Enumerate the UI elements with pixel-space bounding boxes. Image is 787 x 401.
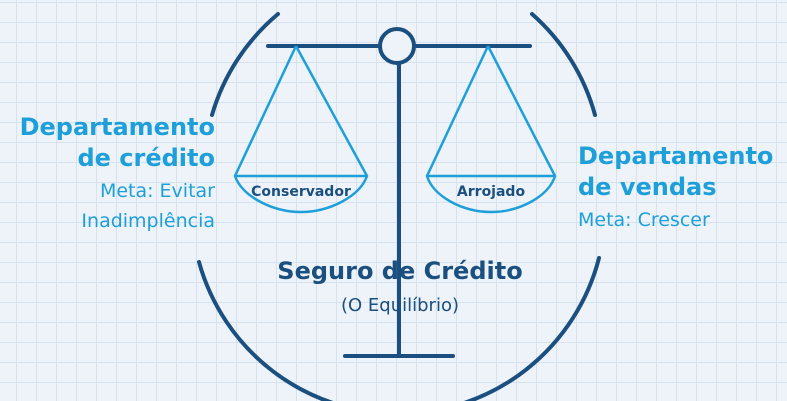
- left-pan-string-b: [294, 45, 369, 177]
- right-pan-label: Arrojado: [456, 184, 526, 200]
- left-pan-string-a: [233, 45, 298, 177]
- credit-department-block: Departamento de crédito Meta: Evitar Ina…: [20, 112, 215, 236]
- right-pan-string-a: [425, 45, 490, 177]
- sales-department-goal: Meta: Crescer: [578, 209, 710, 231]
- left-pan-label: Conservador: [251, 184, 351, 200]
- scale-pivot: [378, 27, 416, 65]
- circle-arc-upper-left: [210, 12, 280, 117]
- credit-department-title-line1: Departamento: [19, 113, 215, 141]
- left-pan-bowl: [233, 174, 369, 214]
- balance-subtitle: (O Equilíbrio): [341, 295, 459, 316]
- right-pan-string-b: [486, 45, 557, 177]
- credit-insurance-title: Seguro de Crédito: [277, 257, 523, 285]
- credit-department-title-line2: de crédito: [77, 144, 215, 172]
- sales-department-block: Departamento de vendas Meta: Crescer: [578, 141, 773, 235]
- circle-arc-lower: [197, 256, 601, 401]
- circle-arc-upper-right: [530, 12, 597, 117]
- credit-department-goal-line2: Inadimplência: [81, 210, 215, 232]
- sales-department-title-line2: de vendas: [578, 173, 717, 201]
- right-pan-bowl: [425, 174, 557, 214]
- credit-department-goal-line1: Meta: Evitar: [99, 180, 215, 202]
- sales-department-title-line1: Departamento: [578, 142, 774, 170]
